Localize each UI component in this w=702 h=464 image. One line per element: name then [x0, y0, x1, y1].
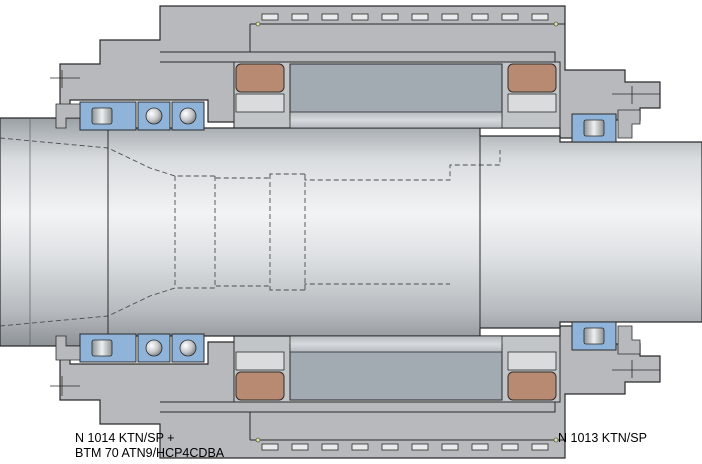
- winding-top-left: [235, 63, 285, 93]
- o-ring-top-left: [255, 21, 261, 27]
- rear-bearing-top: [571, 109, 641, 143]
- stator-core-top: [289, 63, 503, 121]
- motor-rotor-top: [289, 111, 503, 129]
- shaft-body: [0, 117, 702, 347]
- winding-bottom-right: [507, 371, 557, 401]
- o-ring-bottom-left: [255, 437, 261, 443]
- bolt-centerlines: [50, 70, 660, 396]
- o-ring-bottom-right: [553, 437, 559, 443]
- winding-bottom-left: [235, 371, 285, 401]
- coolant-channels-top: [261, 13, 549, 21]
- rear-bearing-label: N 1013 KTN/SP: [558, 431, 647, 445]
- front-bearing-set-bottom: [55, 333, 205, 363]
- motor-rotor-bottom: [289, 335, 503, 353]
- stator-core-bottom: [289, 343, 503, 401]
- o-ring-top-right: [553, 21, 559, 27]
- tool-taper-bore: [0, 137, 501, 327]
- ball-icon: [145, 339, 163, 357]
- motor-stator-bottom: [233, 335, 561, 403]
- front-bearing-set-top: [55, 101, 205, 131]
- front-bearing-label-line2: BTM 70 ATN9/HCP4CDBA: [75, 446, 225, 460]
- rear-bearing-caption: N 1013 KTN/SP: [558, 431, 647, 446]
- coolant-channels-bottom: [261, 443, 549, 451]
- front-bearing-label-line1: N 1014 KTN/SP +: [75, 431, 175, 445]
- ball-icon: [145, 107, 163, 125]
- spindle-shaft: [0, 111, 702, 353]
- ball-icon: [179, 339, 197, 357]
- ball-icon: [179, 107, 197, 125]
- front-bearing-caption: N 1014 KTN/SP + BTM 70 ATN9/HCP4CDBA: [75, 431, 224, 461]
- rear-bearing-bottom: [571, 321, 641, 355]
- winding-top-right: [507, 63, 557, 93]
